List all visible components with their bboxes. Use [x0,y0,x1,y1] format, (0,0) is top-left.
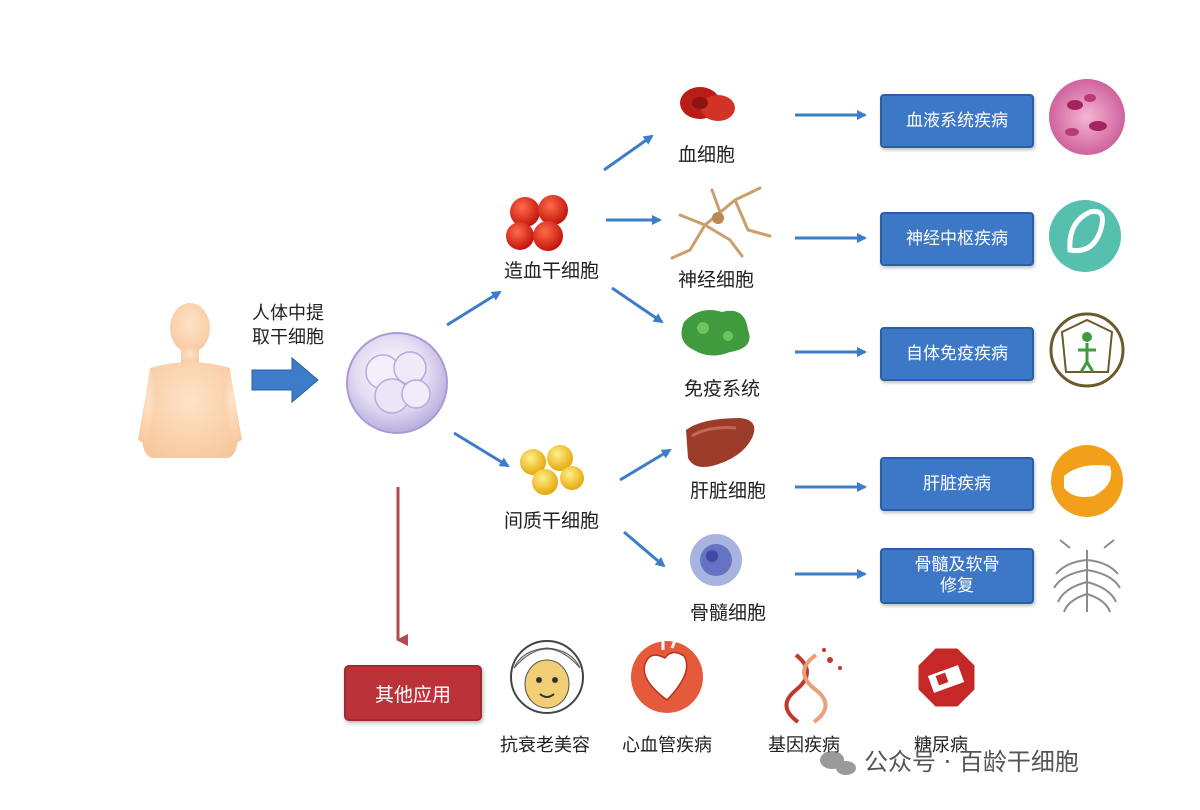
mesenchymal-stem-cell-icon [520,445,584,495]
immune-system-icon [681,309,750,356]
bone-marrow-cell-label: 骨髓细胞 [690,602,767,624]
nerve-disease-thumb-icon [1049,200,1121,272]
nerve-disease-box[interactable]: 神经中枢疾病 [880,212,1034,266]
bone-repair-line1: 骨髓及软骨 [914,555,1000,575]
blood-cell-label: 血细胞 [678,144,736,166]
bone-marrow-cell-icon [690,534,742,586]
bone-repair-thumb-icon [1053,539,1121,613]
wechat-watermark-icon [820,751,856,775]
blood-cell-icon [680,87,735,121]
anti-aging-face-icon [510,640,584,714]
extract-stem-cells-label: 人体中提 取干细胞 [252,302,342,350]
watermark-text: 公众号 · 百龄干细胞 [864,748,1079,776]
extract-label-line2: 取干细胞 [252,327,324,348]
heart-icon [631,637,703,713]
diabetes-icon [915,645,978,710]
bone-repair-line2: 修复 [940,576,974,596]
human-body-icon [138,303,242,458]
other-applications-button[interactable]: 其他应用 [344,665,482,721]
blood-disease-box[interactable]: 血液系统疾病 [880,94,1034,148]
differentiation-arrows [446,110,867,579]
liver-disease-box[interactable]: 肝脏疾病 [880,457,1034,511]
bone-repair-box[interactable]: 骨髓及软骨 修复 [880,548,1034,604]
liver-cell-icon [686,418,755,467]
liver-disease-thumb-icon [1051,445,1123,517]
autoimmune-disease-thumb-icon [1049,312,1125,388]
blood-disease-thumb-icon [1049,79,1125,155]
extract-arrow [251,356,319,404]
nerve-cell-icon [670,186,772,260]
autoimmune-disease-box[interactable]: 自体免疫疾病 [880,327,1034,381]
liver-cell-label: 肝脏细胞 [690,480,767,502]
other-app-label-cardiovascular: 心血管疾病 [622,735,712,756]
dna-icon [784,648,842,724]
nerve-cell-label: 神经细胞 [678,269,755,291]
hematopoietic-stem-cell-label: 造血干细胞 [504,260,600,282]
embryo-cell-icon [346,332,448,434]
mesenchymal-stem-cell-label: 间质干细胞 [504,510,600,532]
extract-label-line1: 人体中提 [252,303,324,324]
other-app-label-anti-aging: 抗衰老美容 [500,735,590,756]
hematopoietic-stem-cell-icon [506,195,568,251]
immune-system-label: 免疫系统 [684,378,761,400]
other-app-label-genetic: 基因疾病 [768,735,840,756]
other-app-label-diabetes: 糖尿病 [914,735,968,756]
